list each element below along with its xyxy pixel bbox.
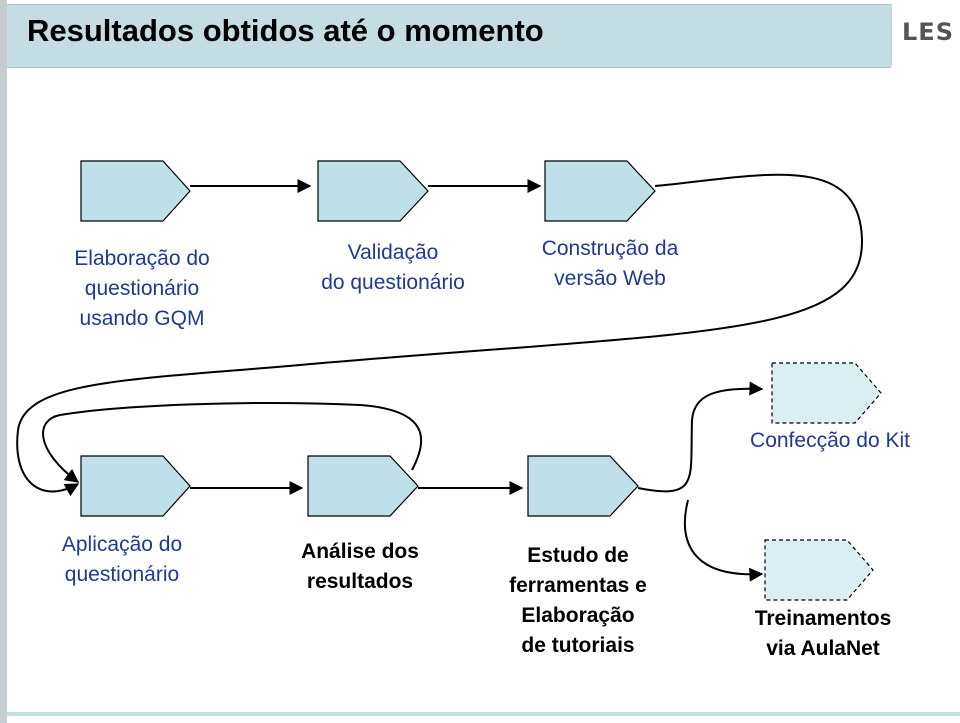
step-label-questionnaire-gqm: Elaboração do questionário usando GQM: [74, 247, 210, 330]
step-shape-analysis: [307, 455, 419, 517]
page-title: Resultados obtidos até o momento: [27, 13, 544, 48]
arrow-study-kit: [637, 381, 764, 493]
step-shape-questionnaire-gqm: [80, 160, 191, 222]
step-label-kit: Confecção do Kit: [750, 429, 910, 452]
step-shape-validation: [317, 160, 429, 222]
step-label-web-version: Construção da versão Web: [541, 237, 679, 290]
step-label-training: Treinamentos via AulaNet: [754, 607, 892, 660]
arrow-step3-to-application: [16, 173, 864, 497]
step-shape-web-version: [544, 160, 656, 222]
loop-analysis-to-application: [42, 402, 423, 483]
step-label-analysis: Análise dos resultados: [301, 540, 419, 593]
step-label-application: Aplicação do questionário: [61, 533, 183, 586]
step-label-validation: Validação do questionário: [321, 241, 465, 294]
arrow-study-training: [684, 499, 764, 582]
left-edge-bar: [0, 0, 7, 723]
title-bar: Resultados obtidos até o momento: [7, 4, 891, 68]
step-label-study: Estudo de ferramentas e Elaboração de tu…: [509, 544, 647, 657]
step-shape-kit: [771, 362, 882, 424]
bottom-divider: [7, 712, 960, 716]
logo: LES: [891, 4, 960, 66]
step-shape-training: [764, 539, 874, 601]
logo-text: LES: [902, 18, 954, 46]
step-shape-application: [80, 455, 191, 517]
step-shape-study: [527, 455, 639, 517]
